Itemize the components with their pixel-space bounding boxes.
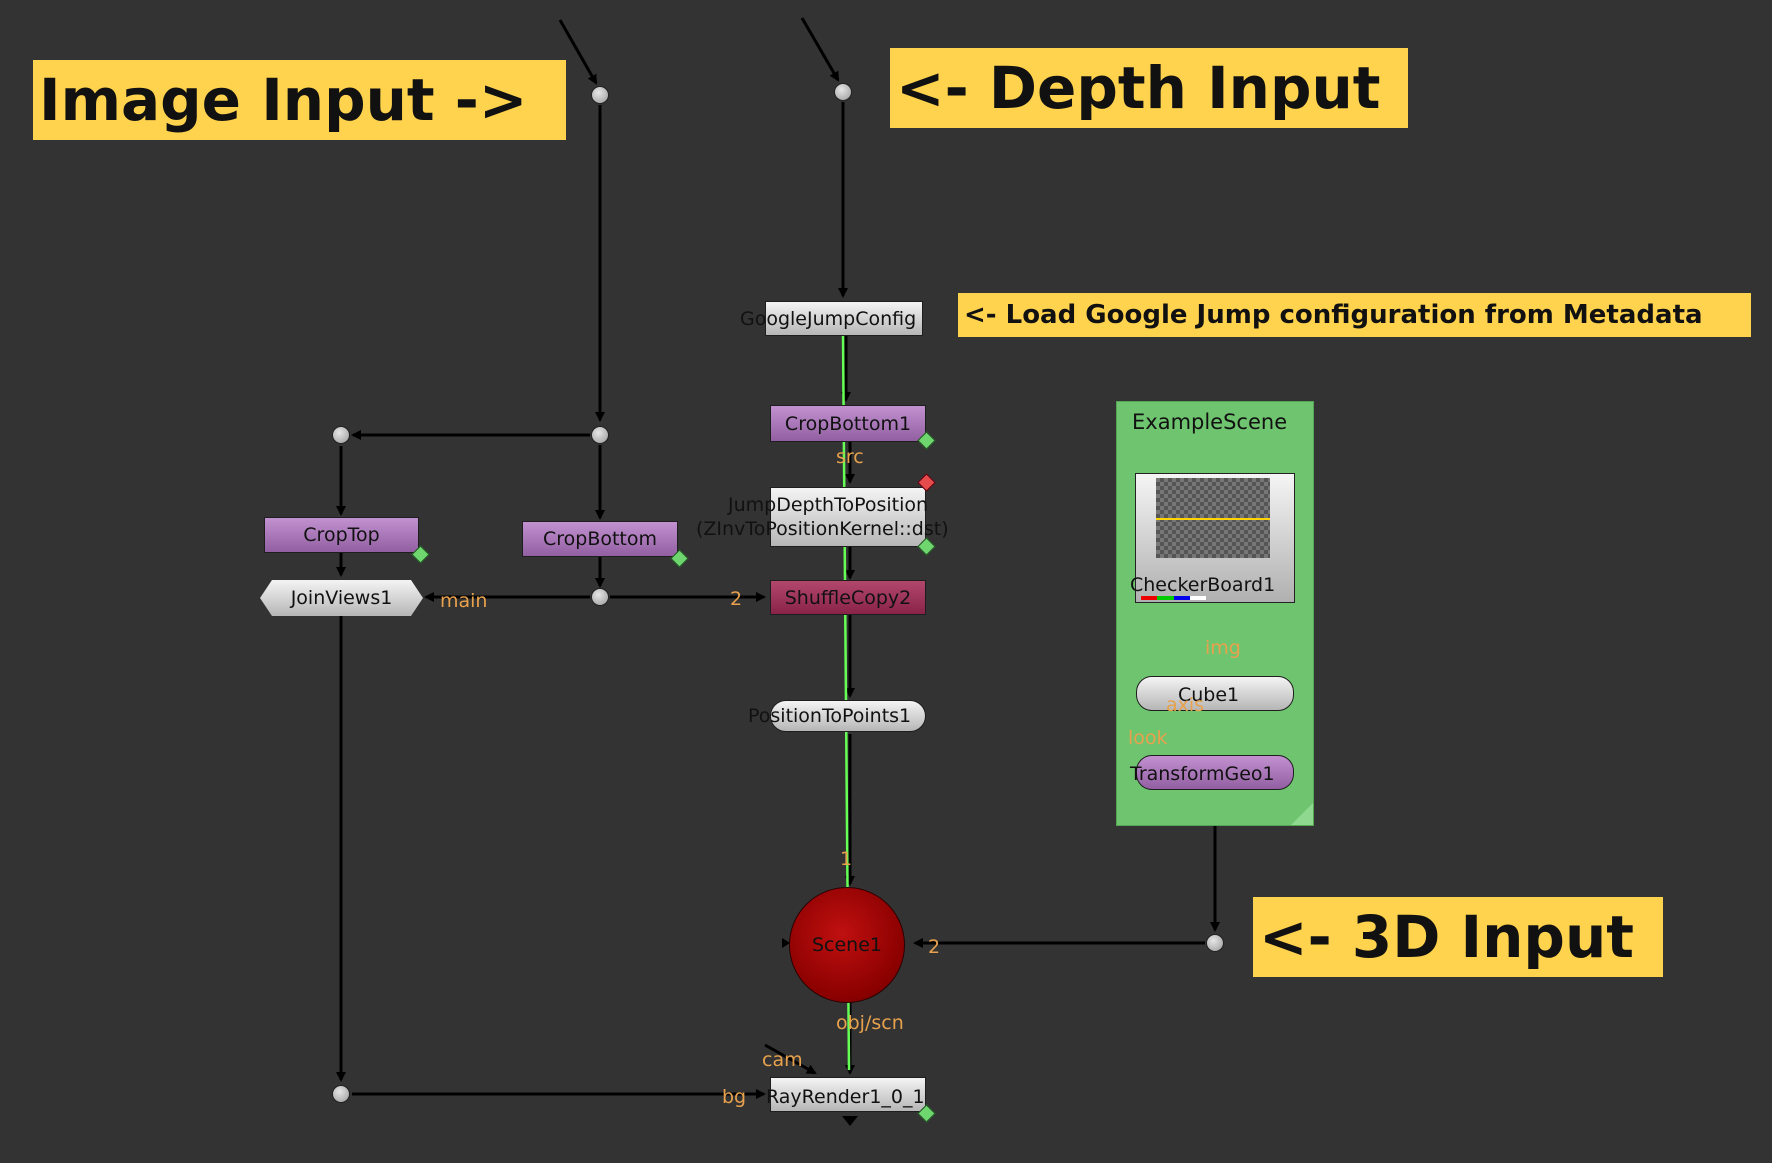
node-cube1-label: Cube1 xyxy=(1178,684,1240,706)
node-jump-depth-label-2: (ZInvToPositionKernel::dst) xyxy=(696,518,949,540)
node-crop-top[interactable]: CropTop xyxy=(264,517,419,553)
backdrop-resize-handle[interactable] xyxy=(1291,803,1313,825)
sticky-depth-input[interactable]: <- Depth Input xyxy=(890,48,1408,128)
node-join-views1[interactable]: JoinViews1 xyxy=(260,580,423,616)
node-jump-depth-label-1: JumpDepthToPosition xyxy=(728,494,929,516)
checkerboard-thumbnail xyxy=(1156,478,1270,558)
dot-depth-input[interactable] xyxy=(834,83,852,101)
sticky-google-jump-text: <- Load Google Jump configuration from M… xyxy=(964,300,1703,330)
node-shuffle-copy2-label: ShuffleCopy2 xyxy=(784,586,912,609)
node-scene1-label: Scene1 xyxy=(811,934,883,956)
node-google-jump-config-label: GoogleJumpConfig xyxy=(740,308,917,330)
node-crop-top-label: CropTop xyxy=(303,524,380,546)
node-position-to-points1[interactable] xyxy=(770,700,926,732)
pipe-label-shuffle-2: 2 xyxy=(730,588,743,610)
pipe-label-img: img xyxy=(1205,637,1241,659)
node-transform-geo1[interactable] xyxy=(1136,755,1294,790)
pipe-label-bg: bg xyxy=(722,1086,747,1108)
sticky-3d-input[interactable]: <- 3D Input xyxy=(1253,897,1663,977)
pipe-label-scene-1: 1 xyxy=(840,848,853,870)
pipe-label-axis: axis xyxy=(1166,694,1205,716)
sticky-depth-input-text: <- Depth Input xyxy=(896,54,1381,122)
dot-bg-input[interactable] xyxy=(332,1085,350,1103)
sticky-3d-input-text: <- 3D Input xyxy=(1259,903,1634,971)
pipe-label-scene-2: 2 xyxy=(928,936,941,958)
pipe-label-src: src xyxy=(836,446,864,468)
node-crop-bottom1[interactable]: CropBottom1 xyxy=(770,405,926,442)
pipe-label-main: main xyxy=(440,590,488,612)
node-ray-render[interactable] xyxy=(770,1077,926,1112)
dot-croptop-input[interactable] xyxy=(332,426,350,444)
node-checkerboard1[interactable] xyxy=(1135,473,1295,603)
node-jump-depth-to-position[interactable] xyxy=(770,487,926,547)
node-cube1[interactable] xyxy=(1136,676,1294,711)
checkerboard-center-line xyxy=(1156,518,1270,520)
pipe-label-look: look xyxy=(1128,727,1168,749)
dot-3d-input[interactable] xyxy=(1206,934,1224,952)
node-crop-bottom[interactable]: CropBottom xyxy=(522,521,678,557)
node-ray-render-output-arrow xyxy=(842,1116,858,1126)
node-shuffle-copy2[interactable]: ShuffleCopy2 xyxy=(770,580,926,615)
dot-main-split[interactable] xyxy=(591,588,609,606)
sticky-google-jump[interactable]: <- Load Google Jump configuration from M… xyxy=(958,293,1751,337)
node-position-to-points1-label: PositionToPoints1 xyxy=(748,705,912,727)
dot-image-input[interactable] xyxy=(591,86,609,104)
node-ray-render-label: RayRender1_0_1 xyxy=(766,1086,925,1108)
pipe-label-obj-scn: obj/scn xyxy=(836,1012,904,1034)
node-transform-geo1-label: TransformGeo1 xyxy=(1130,763,1275,785)
node-crop-bottom-label: CropBottom xyxy=(542,528,658,550)
node-google-jump-config[interactable] xyxy=(765,301,923,336)
pipe-label-cam: cam xyxy=(762,1049,803,1071)
node-scene1[interactable]: Scene1 xyxy=(789,887,905,1003)
backdrop-title: ExampleScene xyxy=(1132,410,1288,434)
node-checkerboard1-label: CheckerBoard1 xyxy=(1130,574,1276,596)
node-join-views1-label: JoinViews1 xyxy=(290,587,393,609)
dot-image-split[interactable] xyxy=(591,426,609,444)
sticky-image-input-text: Image Input -> xyxy=(39,66,528,134)
sticky-image-input[interactable]: Image Input -> xyxy=(33,60,566,140)
checkerboard-channel-swatches xyxy=(1141,596,1206,600)
node-crop-bottom1-label: CropBottom1 xyxy=(784,412,912,435)
